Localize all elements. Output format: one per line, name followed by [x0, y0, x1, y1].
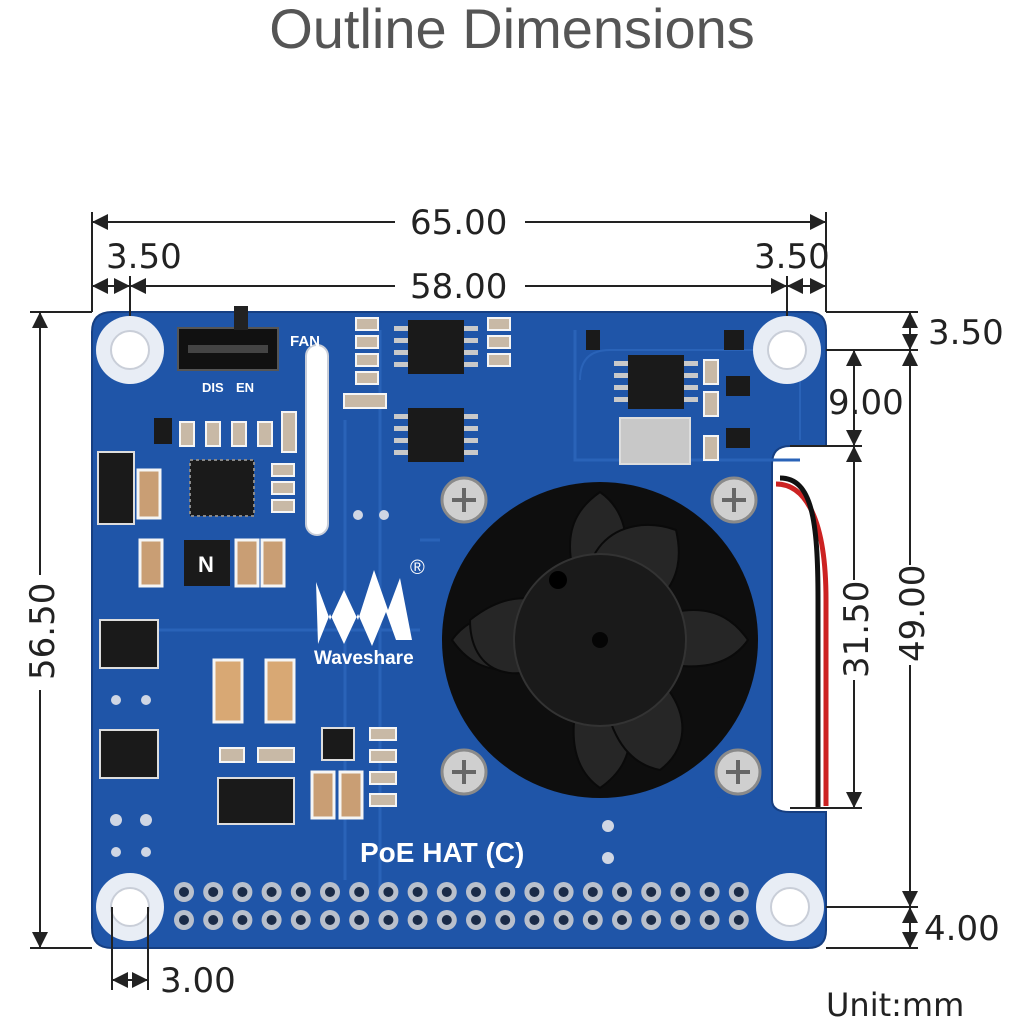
switch-en-label: EN: [236, 380, 254, 395]
bridge-rectifier-2: [99, 729, 159, 779]
gpio-pad-hole: [471, 887, 481, 897]
gpio-pad-hole: [675, 915, 686, 925]
gpio-pad-hole: [617, 887, 627, 897]
cooling-fan: [440, 476, 758, 798]
gpio-pad-hole: [266, 915, 277, 925]
gpio-pad-hole: [704, 887, 715, 897]
gpio-pad-hole: [675, 887, 686, 897]
small-ic: [321, 727, 355, 761]
qfn-chip: [189, 459, 255, 517]
gpio-pad-hole: [208, 887, 219, 897]
smd-resistors: [179, 317, 719, 807]
bridge-rectifier-1: [99, 619, 159, 669]
gpio-pad-hole: [587, 915, 598, 925]
fan-wire-black: [779, 475, 821, 808]
dim-bottom-offset: 4.00: [924, 909, 1000, 949]
mounting-hole-bottom-left: [96, 873, 164, 941]
transistor-pad: [619, 417, 691, 465]
test-pads: [110, 510, 614, 864]
gpio-pad-hole: [704, 915, 715, 925]
gpio-pad-hole: [412, 915, 423, 925]
gpio-pad-hole: [646, 915, 657, 925]
diode-large: [97, 451, 135, 525]
cable-slot: [305, 344, 329, 536]
board-name: PoE HAT (C): [360, 837, 524, 868]
gpio-pad-hole: [529, 915, 540, 925]
dim-hole-spacing-y: 49.00: [893, 565, 933, 662]
waveshare-logo-icon: [316, 570, 412, 646]
dim-notch-height: 31.50: [837, 581, 877, 678]
dim-header-offset: 3.00: [160, 961, 236, 1001]
mounting-hole-top-left: [96, 316, 164, 384]
gpio-pad-hole: [179, 887, 189, 897]
dim-total-height: 56.50: [23, 583, 63, 680]
switch-fan-label: FAN: [290, 333, 320, 350]
gpio-pad-hole: [325, 915, 335, 925]
diode-smd: [217, 777, 295, 825]
switch-dis-label: DIS: [202, 380, 224, 395]
gpio-pad-hole: [237, 887, 248, 897]
brand-label: Waveshare: [314, 648, 414, 669]
unit-label: Unit:mm: [826, 986, 964, 1024]
gpio-pad-hole: [500, 915, 511, 925]
inductor: N: [184, 540, 230, 586]
dim-hole-right-offset: 3.50: [754, 237, 830, 277]
gpio-pad-hole: [617, 915, 627, 925]
dim-hole-left-offset: 3.50: [106, 237, 182, 277]
capacitors: [136, 468, 364, 820]
mounting-hole-top-right: [753, 316, 821, 384]
ic-chip-2: [394, 408, 478, 462]
gpio-pad-hole: [208, 915, 219, 925]
gpio-pad-hole: [441, 887, 452, 897]
gpio-pad-hole: [733, 915, 744, 925]
gpio-pad-hole: [733, 887, 744, 897]
gpio-pad-hole: [354, 887, 365, 897]
gpio-pad-hole: [266, 887, 277, 897]
dim-total-width: 65.00: [410, 203, 507, 243]
gpio-pad-hole: [295, 887, 306, 897]
ic-chip-3: [614, 355, 698, 409]
gpio-pad-hole: [354, 915, 365, 925]
gpio-pad-hole: [529, 887, 540, 897]
mounting-hole-bottom-right: [756, 873, 824, 941]
gpio-pad-hole: [558, 915, 569, 925]
gpio-pad-hole: [412, 887, 423, 897]
screws: [440, 476, 762, 796]
fan-switch: [177, 306, 279, 371]
gpio-pad-hole: [295, 915, 306, 925]
gpio-pad-hole: [471, 915, 481, 925]
gpio-pad-hole: [179, 915, 189, 925]
transistors: [154, 330, 750, 448]
dim-hole-spacing-x: 58.00: [410, 267, 507, 307]
ic-chip-1: [394, 320, 478, 374]
gpio-pad-hole: [441, 915, 452, 925]
page-title: Outline Dimensions: [269, 0, 755, 60]
dim-notch-top: 9.00: [828, 383, 904, 423]
gpio-pad-hole: [383, 915, 394, 925]
gpio-pad-hole: [237, 915, 248, 925]
gpio-header: [174, 882, 749, 930]
gpio-pad-hole: [383, 887, 394, 897]
gpio-pad-hole: [587, 887, 598, 897]
svg-text:N: N: [198, 552, 214, 577]
dimension-lines: [30, 212, 918, 990]
gpio-pad-hole: [325, 887, 335, 897]
registered-mark: ®: [410, 557, 425, 579]
dim-top-offset: 3.50: [928, 313, 1004, 353]
gpio-pad-hole: [558, 887, 569, 897]
gpio-pad-hole: [500, 887, 511, 897]
gpio-pad-hole: [646, 887, 657, 897]
